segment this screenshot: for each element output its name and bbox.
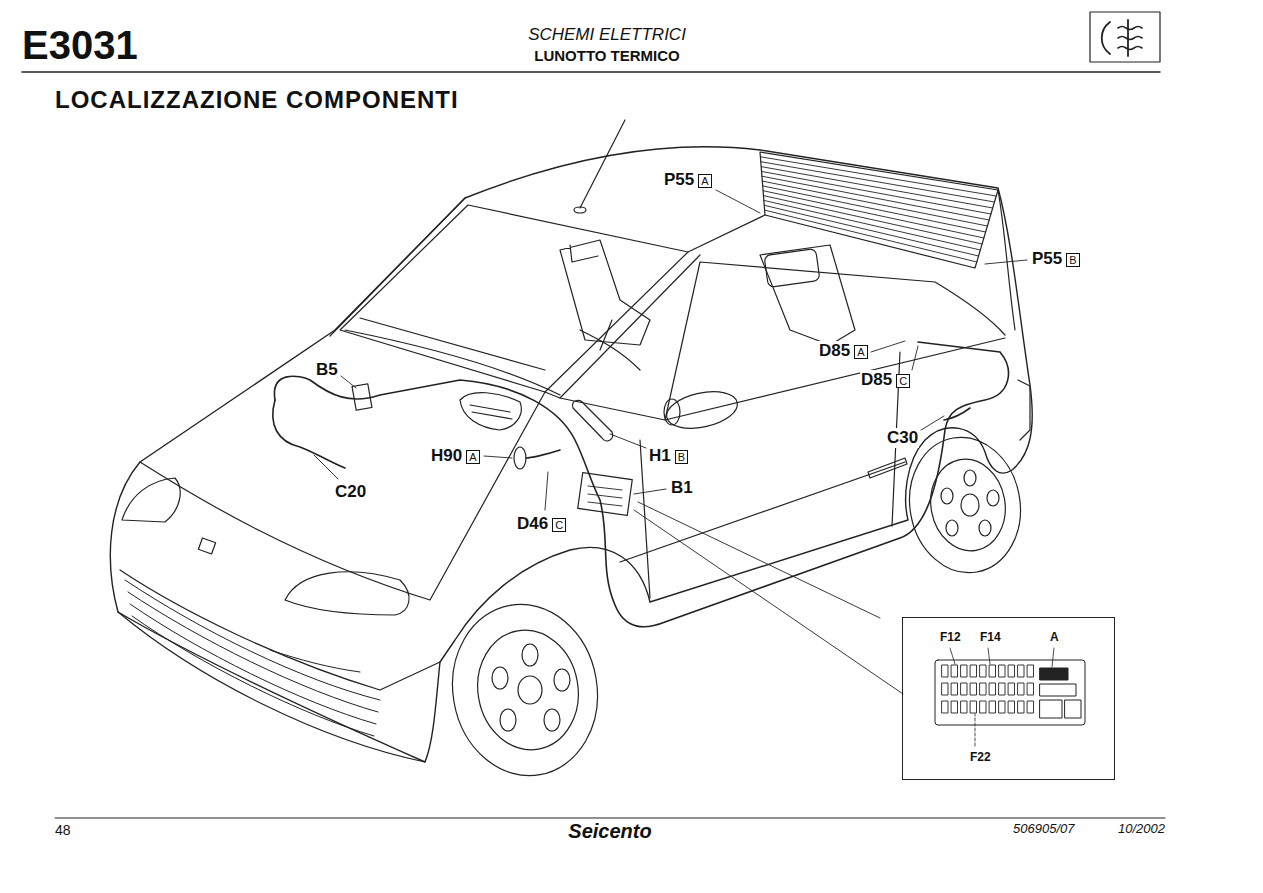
hood-line xyxy=(140,392,545,600)
fuse-label: F14 xyxy=(979,630,1002,644)
connector-letter: A xyxy=(854,345,867,359)
front-wheel xyxy=(439,593,611,787)
door-mirror xyxy=(663,386,740,434)
connector-letter: B xyxy=(1066,253,1079,267)
rear-light xyxy=(1018,380,1030,440)
component-code: P55 xyxy=(663,170,695,190)
fuse-box-drawing xyxy=(935,648,1085,746)
wiring-branch xyxy=(526,450,560,458)
heated-window-icon xyxy=(1090,12,1160,62)
fuse-label: F22 xyxy=(969,750,992,764)
far-headlight xyxy=(122,478,180,522)
component-d46 xyxy=(514,447,526,469)
section-heading: SCHEMI ELETTRICI xyxy=(528,25,686,45)
manual-code: E3031 xyxy=(22,22,138,68)
mirror-glass xyxy=(664,399,680,425)
component-code: D85 xyxy=(860,370,893,390)
relay-label: A xyxy=(1049,630,1060,644)
door-handle xyxy=(868,458,907,478)
wiring-branch xyxy=(273,400,345,468)
zoom-line xyxy=(634,510,903,694)
door-outline xyxy=(640,352,900,598)
antenna-base xyxy=(574,207,586,213)
connector-letter: C xyxy=(552,518,566,532)
belt-line xyxy=(560,338,1005,420)
instrument-cluster xyxy=(460,393,521,430)
wiring-harness xyxy=(274,342,1008,627)
badge xyxy=(198,538,215,554)
switch-h1 xyxy=(572,401,612,441)
fuse-box-inset: F12 F14 A F22 xyxy=(902,617,1115,780)
connector-letter: C xyxy=(896,374,910,388)
rear-window-heater-lines xyxy=(760,157,996,262)
fuse-label: F12 xyxy=(939,630,962,644)
front-bumper xyxy=(118,570,440,762)
connector-letter: A xyxy=(466,450,479,464)
model-name: Seicento xyxy=(568,820,651,843)
component-code: B5 xyxy=(315,360,339,380)
near-headlight xyxy=(285,572,409,615)
dashboard xyxy=(345,318,560,395)
document-date: 10/2002 xyxy=(1118,822,1165,837)
roof-edge xyxy=(688,215,765,252)
antenna xyxy=(580,120,625,208)
connector-letter: B xyxy=(675,450,688,464)
component-code: C20 xyxy=(334,482,367,502)
component-code: P55 xyxy=(1031,249,1063,269)
leader-lines xyxy=(314,190,1027,510)
windshield-frame xyxy=(330,198,700,398)
headrest xyxy=(764,249,820,288)
side-trim xyxy=(620,462,905,562)
side-window xyxy=(665,262,1005,420)
car-body xyxy=(110,147,1032,762)
document-code: 506905/07 xyxy=(1013,822,1074,837)
component-code: B1 xyxy=(670,478,694,498)
gear-tunnel xyxy=(580,320,640,370)
windshield xyxy=(340,205,688,392)
near-seat xyxy=(760,245,855,345)
component-code: H1 xyxy=(648,446,672,466)
front-grille xyxy=(125,580,380,736)
component-code: C30 xyxy=(886,428,919,448)
component-code: D85 xyxy=(818,341,851,361)
footer-rule xyxy=(55,818,1165,819)
connector-letter: A xyxy=(698,174,711,188)
system-heading: LUNOTTO TERMICO xyxy=(534,47,680,64)
fuse-box-b1-detail xyxy=(588,486,622,506)
rear-quarter xyxy=(998,190,1015,330)
header-rule xyxy=(22,71,1160,73)
far-seat xyxy=(560,240,650,345)
component-code: H90 xyxy=(430,446,463,466)
page-number: 48 xyxy=(55,822,71,838)
rear-window xyxy=(760,152,998,268)
page-heading: LOCALIZZAZIONE COMPONENTI xyxy=(55,86,459,114)
rear-wheel xyxy=(899,428,1031,581)
zoom-line xyxy=(638,502,880,618)
fuse-box-b1 xyxy=(578,473,633,516)
wiring-branch xyxy=(944,408,970,420)
component-code: D46 xyxy=(516,514,549,534)
